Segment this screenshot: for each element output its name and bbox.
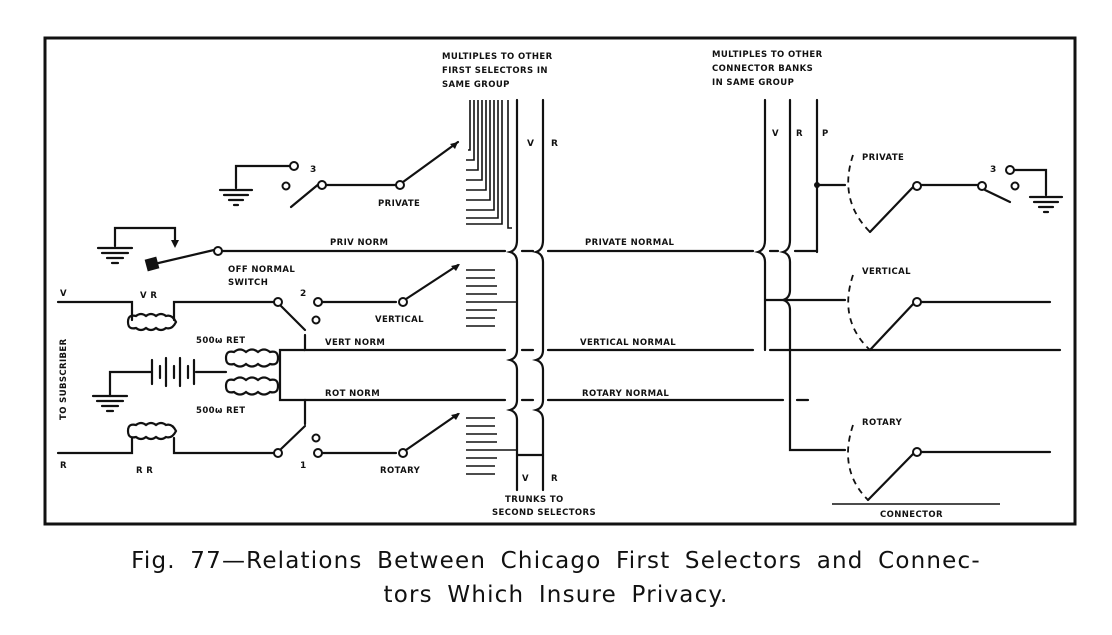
battery-symbol xyxy=(91,356,228,413)
label-conn-rotary: ROTARY xyxy=(862,418,903,428)
label-multiples-connector-banks-2: CONNECTOR BANKS xyxy=(712,64,813,74)
label-switch-3: 3 xyxy=(310,165,317,175)
label-switch-2: 2 xyxy=(300,289,307,299)
rotary-wiper-arm xyxy=(404,412,460,452)
resistor-500-top xyxy=(224,348,280,368)
label-trunks-2: SECOND SELECTORS xyxy=(492,508,596,518)
label-connector-bank-v: V xyxy=(772,129,779,139)
label-multiples-connector-banks-1: MULTIPLES TO OTHER xyxy=(712,50,823,60)
label-multiples-first-selectors-1: MULTIPLES TO OTHER xyxy=(442,52,553,62)
label-trunk-r: R xyxy=(551,474,558,484)
rotary-bank-contacts xyxy=(466,417,517,475)
vertical-bank-contacts xyxy=(466,269,517,327)
ground-symbol-off-normal xyxy=(96,226,179,265)
rr-relay-coil xyxy=(126,421,178,441)
private-wiper-arm xyxy=(401,140,460,184)
vertical-wiper-arm xyxy=(404,263,460,301)
figure-caption-line-1: Fig. 77—Relations Between Chicago First … xyxy=(131,548,981,574)
label-vertical-normal: VERTICAL NORMAL xyxy=(580,338,676,348)
selector-bank-r-line xyxy=(532,98,545,492)
label-to-subscriber: TO SUBSCRIBER xyxy=(59,338,69,420)
label-selector-bank-v: V xyxy=(527,139,535,149)
resistor-500-bottom xyxy=(224,376,280,396)
switch-1-blade xyxy=(279,424,307,451)
label-line-r: R xyxy=(60,461,67,471)
ground-symbol-private xyxy=(218,164,292,207)
switch-2-blade xyxy=(279,304,307,332)
label-switch-1: 1 xyxy=(300,461,307,471)
label-priv-norm: PRIV NORM xyxy=(330,238,388,248)
label-rot-norm: ROT NORM xyxy=(325,389,380,399)
label-off-normal-switch-2: SWITCH xyxy=(228,278,268,288)
label-trunk-v: V xyxy=(522,474,529,484)
label-rr-relay: R R xyxy=(136,466,153,476)
figure-caption-line-2: tors Which Insure Privacy. xyxy=(383,582,729,608)
label-private-wiper: PRIVATE xyxy=(378,199,420,209)
label-vertical-wiper: VERTICAL xyxy=(375,315,424,325)
vr-relay-coil xyxy=(126,312,178,332)
off-normal-switch-blade xyxy=(148,248,216,267)
connector-bank-v-line xyxy=(754,98,767,352)
circuit-diagram: MULTIPLES TO OTHER FIRST SELECTORS IN SA… xyxy=(43,36,1077,526)
label-trunks-1: TRUNKS TO xyxy=(505,495,564,505)
selector-bank-v-line xyxy=(506,98,519,492)
connector-vertical-arc xyxy=(847,274,871,351)
label-conn-vertical: VERTICAL xyxy=(862,267,911,277)
label-multiples-connector-banks-3: IN SAME GROUP xyxy=(712,78,794,88)
label-line-v: V xyxy=(60,289,67,299)
label-selector-bank-r: R xyxy=(551,139,559,149)
label-private-normal: PRIVATE NORMAL xyxy=(585,238,675,248)
ground-symbol-connector xyxy=(1012,168,1064,214)
diagram-frame xyxy=(43,36,1077,526)
label-rotary-normal: ROTARY NORMAL xyxy=(582,389,669,399)
label-multiples-first-selectors-2: FIRST SELECTORS IN xyxy=(442,66,548,76)
label-res-top: 500ω RET xyxy=(196,336,245,346)
label-res-bottom: 500ω RET xyxy=(196,406,245,416)
label-conn-private: PRIVATE xyxy=(862,153,904,163)
vert-norm-line xyxy=(303,333,1062,352)
label-connector: CONNECTOR xyxy=(880,510,943,520)
line-v-wire xyxy=(56,300,280,322)
label-rotary-wiper: ROTARY xyxy=(380,466,421,476)
private-bank-contacts xyxy=(466,100,512,229)
switch-3-blade xyxy=(289,181,322,209)
label-vr-relay: V R xyxy=(140,291,157,301)
connector-rotary-arc xyxy=(847,424,869,501)
conn-switch-3-blade xyxy=(983,188,1012,204)
connector-bank-r-line xyxy=(779,98,847,452)
label-vert-norm: VERT NORM xyxy=(325,338,385,348)
label-off-normal-switch-1: OFF NORMAL xyxy=(228,265,295,275)
connector-private-arc xyxy=(847,154,871,233)
label-connector-bank-p: P xyxy=(822,129,829,139)
line-r-wire xyxy=(56,436,280,455)
label-multiples-first-selectors-3: SAME GROUP xyxy=(442,80,510,90)
label-conn-switch-3: 3 xyxy=(990,165,997,175)
label-connector-bank-r: R xyxy=(796,129,803,139)
